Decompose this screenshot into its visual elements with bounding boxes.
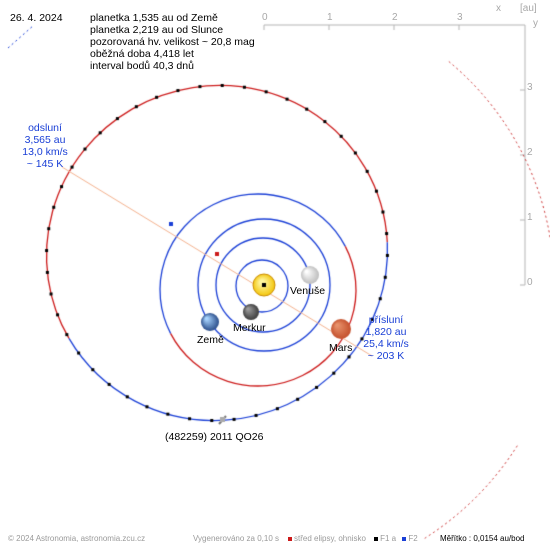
y-tick-3: 3: [527, 82, 533, 93]
perihelion-label: přísluní 1,820 au 25,4 km/s ~ 203 K: [356, 314, 416, 362]
perihelion-title: přísluní: [368, 314, 404, 326]
earth-label: Země: [197, 334, 224, 346]
footer-copyright: © 2024 Astronomia, astronomia.zcu.cz: [8, 534, 146, 543]
aphelion-speed: 13,0 km/s: [22, 146, 68, 158]
x-tick-2: 2: [392, 12, 398, 23]
perihelion-distance: 1,820 au: [365, 326, 407, 338]
axis-unit: [au]: [520, 3, 537, 14]
info-earth-distance: planetka 1,535 au od Země: [90, 12, 218, 24]
footer-generated: Vygenerováno za 0,10 s: [193, 534, 279, 543]
x-axis-letter: x: [496, 3, 501, 14]
y-tick-1: 1: [527, 212, 533, 223]
footer-scale: Měřítko : 0,0154 au/bod: [440, 534, 525, 543]
aphelion-temperature: ~ 145 K: [26, 158, 64, 170]
info-interval: interval bodů 40,3 dnů: [90, 60, 194, 72]
info-block: planetka 1,535 au od Země planetka 2,219…: [90, 12, 255, 72]
x-tick-0: 0: [262, 12, 268, 23]
x-tick-3: 3: [457, 12, 463, 23]
aphelion-label: odsluní 3,565 au 13,0 km/s ~ 145 K: [15, 122, 75, 170]
focus-f1-marker-icon: [374, 536, 379, 541]
aphelion-distance: 3,565 au: [24, 134, 66, 146]
x-tick-1: 1: [327, 12, 333, 23]
focus-f2-marker-icon: [402, 536, 407, 541]
footer-legend: střed elipsy, ohnisko F1 a F2: [286, 534, 418, 543]
aphelion-title: odsluní: [28, 122, 62, 134]
venus-label: Venuše: [290, 285, 326, 297]
mars-label: Mars: [329, 342, 353, 354]
info-magnitude: pozorovaná hv. velikost ~ 20,8 mag: [90, 36, 255, 48]
y-tick-0: 0: [527, 277, 533, 288]
perihelion-temperature: ~ 203 K: [367, 350, 405, 362]
info-period: oběžná doba 4,418 let: [90, 48, 194, 60]
center-marker-icon: [288, 536, 292, 541]
legend-f1-label: F1 a: [380, 534, 397, 543]
info-sun-distance: planetka 2,219 au od Slunce: [90, 24, 224, 36]
date-label: 26. 4. 2024: [10, 12, 63, 24]
perihelion-speed: 25,4 km/s: [363, 338, 409, 350]
legend-center-label: střed elipsy, ohnisko: [294, 534, 366, 543]
y-axis-letter: y: [533, 18, 538, 29]
y-tick-2: 2: [527, 147, 533, 158]
mercury-label: Merkur: [233, 322, 266, 334]
asteroid-name: (482259) 2011 QO26: [165, 431, 264, 443]
legend-f2-label: F2: [408, 534, 418, 543]
